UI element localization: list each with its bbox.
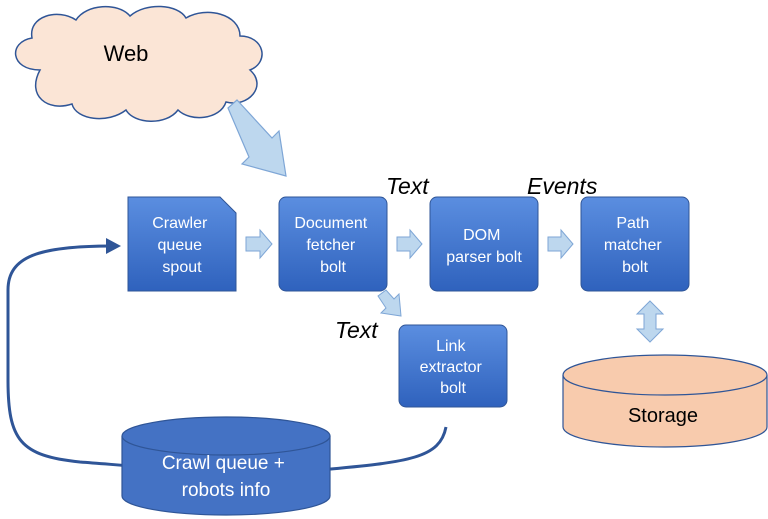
crawler-queue-spout: Crawler queue spout: [127, 196, 237, 292]
fetcher-line-2: fetcher: [306, 237, 356, 254]
path-line-2: matcher: [604, 237, 662, 254]
svg-text:Crawler queue spou: Crawler queue spout: [152, 215, 212, 276]
svg-text:Path matcher bolt: Path matcher bolt: [604, 215, 666, 276]
link-line-3: bolt: [440, 380, 466, 397]
web-to-fetcher-arrow: [227, 99, 287, 177]
fetcher-line-3: bolt: [320, 259, 346, 276]
crawl-queue-line-1: Crawl queue +: [162, 453, 285, 474]
crawl-queue-cylinder: Crawl queue + robots info: [121, 416, 331, 516]
path-matcher-bolt: Path matcher bolt: [580, 196, 690, 292]
spout-line-2: queue: [158, 237, 203, 254]
path-line-3: bolt: [622, 259, 648, 276]
svg-text:Crawl queue + robots inf: Crawl queue + robots info: [162, 453, 290, 501]
svg-text:Link extractor bol: Link extractor bolt: [420, 338, 487, 397]
dom-line-2: parser bolt: [446, 249, 522, 266]
svg-text:Document fetcher b: Document fetcher bolt: [294, 215, 371, 276]
fetcher-to-dom-arrow: [396, 228, 423, 260]
text-label-top: Text: [386, 173, 430, 199]
dom-to-path-arrow: [547, 228, 574, 260]
text-label-left: Text: [335, 317, 379, 343]
link-line-1: Link: [436, 338, 466, 355]
spout-line-1: Crawler: [152, 215, 208, 232]
path-line-1: Path: [616, 215, 649, 232]
spout-to-fetcher-arrow: [245, 228, 273, 260]
spout-line-3: spout: [162, 259, 202, 276]
loop-arrowhead: [106, 238, 121, 254]
link-extractor-bolt: Link extractor bolt: [398, 324, 508, 408]
events-label: Events: [527, 173, 598, 199]
crawl-queue-line-2: robots info: [182, 480, 271, 501]
web-label: Web: [104, 41, 149, 66]
link-to-spout-loop: [6, 244, 448, 474]
dom-line-1: DOM: [463, 227, 500, 244]
storage-label: Storage: [628, 405, 698, 427]
fetcher-to-link-arrow: [377, 289, 402, 317]
document-fetcher-bolt: Document fetcher bolt: [278, 196, 388, 292]
fetcher-line-1: Document: [294, 215, 367, 232]
svg-text:DOM parser bolt: DOM parser bolt: [446, 227, 522, 266]
dom-parser-bolt: DOM parser bolt: [429, 196, 539, 292]
path-storage-double-arrow: [635, 300, 665, 343]
web-cloud: Web: [15, 5, 263, 122]
storage-cylinder: Storage: [562, 354, 768, 448]
link-line-2: extractor: [420, 359, 483, 376]
